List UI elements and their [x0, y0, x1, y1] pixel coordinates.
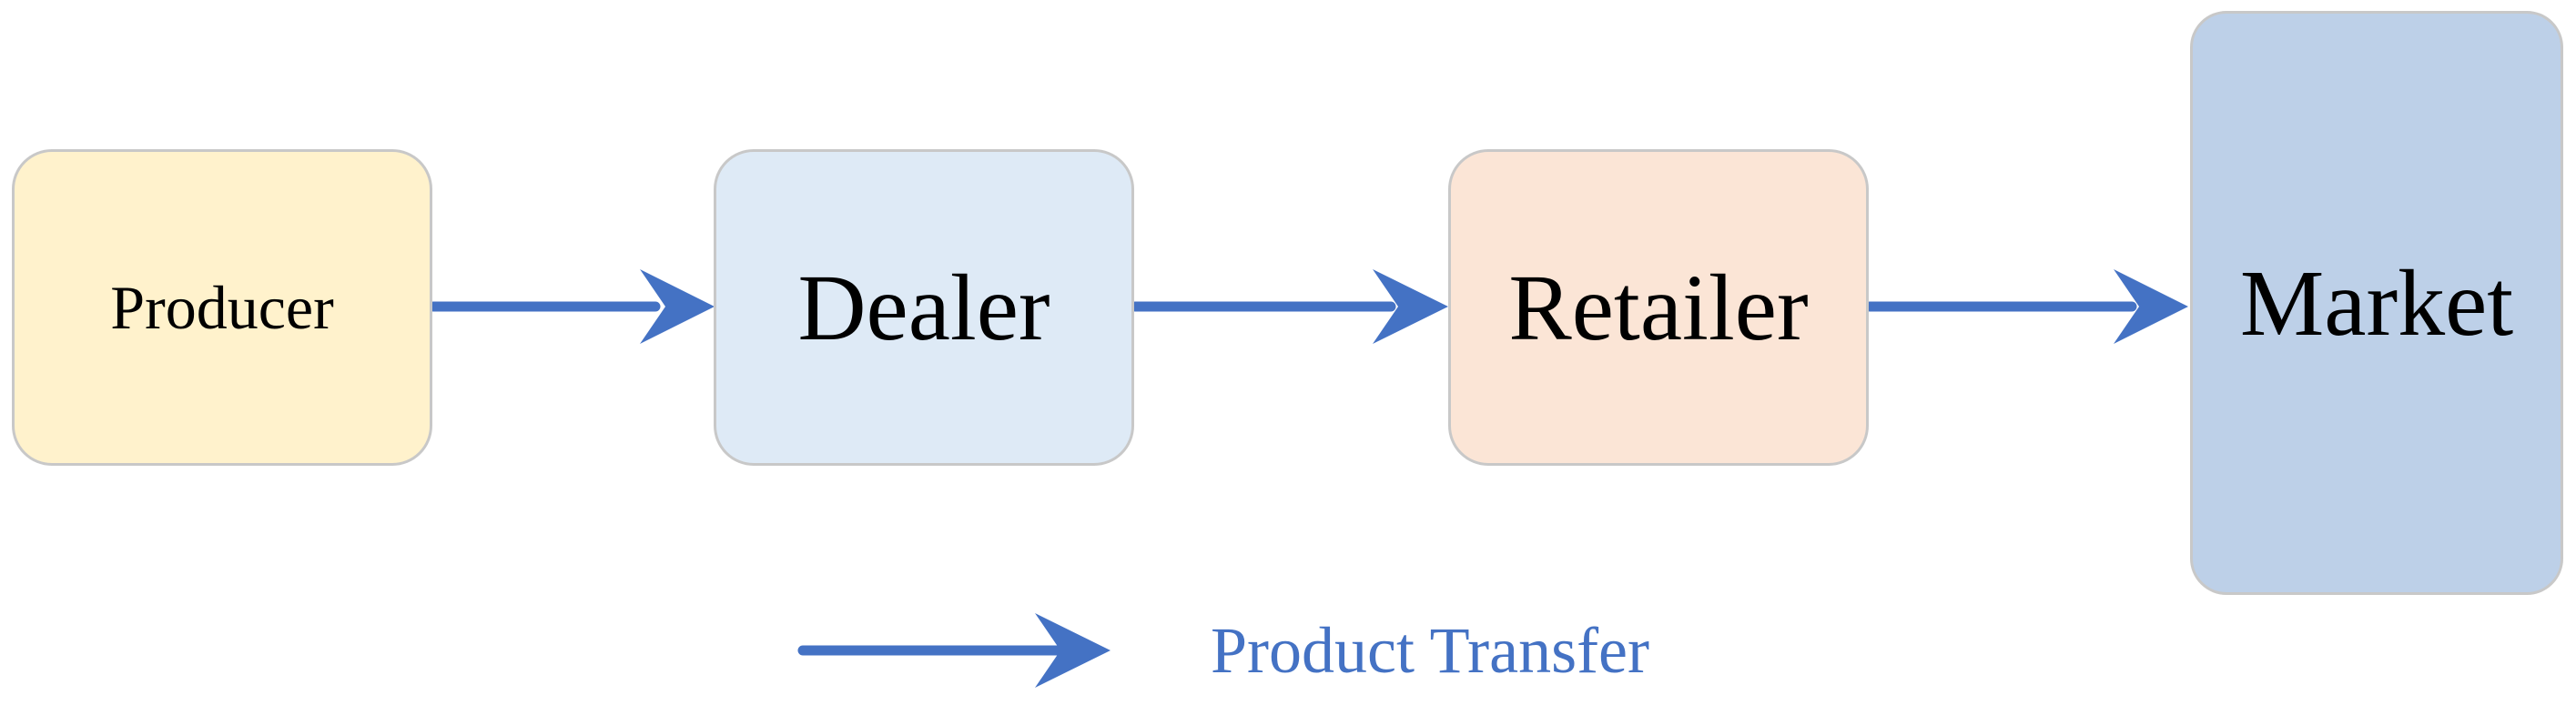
arrow-dealer-retailer-head — [1373, 269, 1448, 344]
arrow-producer-dealer-head — [640, 269, 715, 344]
dealer-label: Dealer — [797, 255, 1050, 360]
legend-label: Product Transfer — [1211, 614, 1649, 687]
dealer-node: Dealer — [714, 149, 1134, 466]
producer-label: Producer — [110, 272, 334, 342]
retailer-node: Retailer — [1448, 149, 1869, 466]
arrow-retailer-market — [1864, 269, 2188, 344]
legend-arrow — [797, 613, 1111, 688]
market-label: Market — [2239, 250, 2514, 356]
retailer-label: Retailer — [1508, 255, 1809, 360]
arrow-dealer-retailer — [1130, 269, 1448, 344]
producer-node: Producer — [12, 149, 432, 466]
market-node: Market — [2190, 11, 2563, 595]
legend-arrow-head — [1035, 613, 1111, 688]
arrow-producer-dealer — [428, 269, 715, 344]
arrow-retailer-market-head — [2114, 269, 2188, 344]
